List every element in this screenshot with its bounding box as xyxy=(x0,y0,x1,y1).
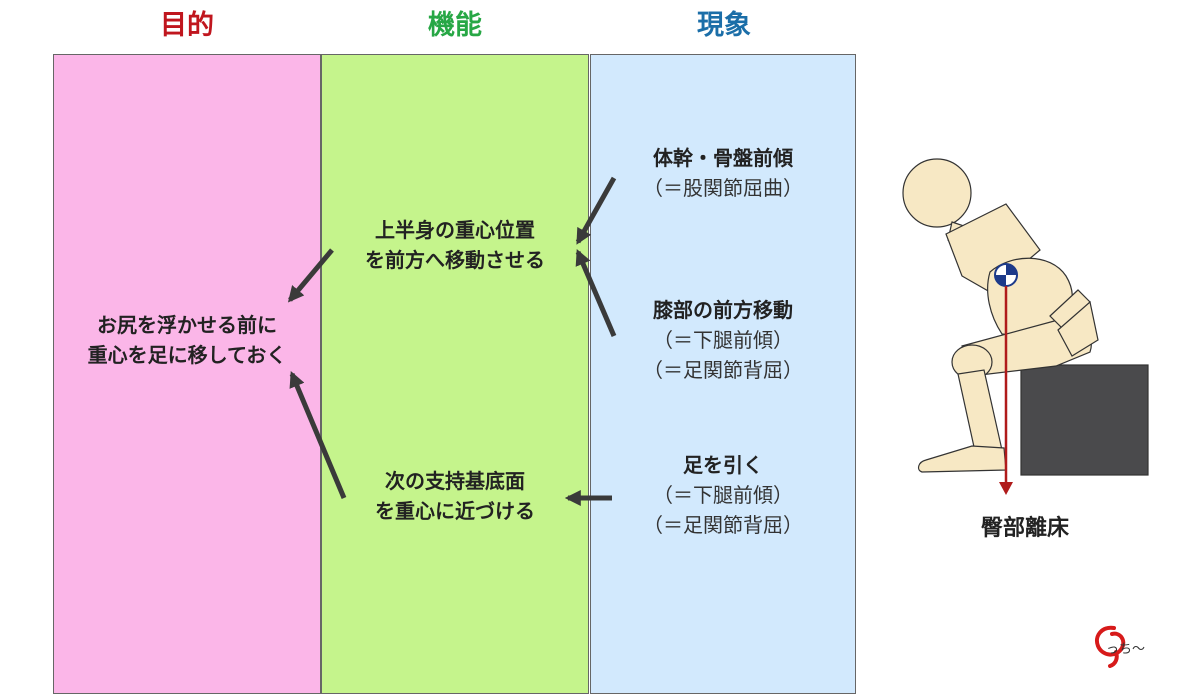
arrows-layer xyxy=(287,176,617,507)
seat-box xyxy=(1020,364,1149,476)
function-upper-line1: 上半身の重心位置 xyxy=(375,218,535,242)
phenomenon-column xyxy=(590,54,856,694)
phenomenon-foot: 足を引く （＝下腿前傾） （＝足関節背屈） xyxy=(590,450,856,540)
purpose-text: お尻を浮かせる前に 重心を足に移しておく xyxy=(53,310,321,370)
function-upper: 上半身の重心位置 を前方へ移動させる xyxy=(321,215,589,275)
mannequin-head xyxy=(902,158,972,228)
function-upper-line2: を前方へ移動させる xyxy=(365,248,545,272)
purpose-line1: お尻を浮かせる前に xyxy=(97,313,277,337)
logo-text: っち～ xyxy=(1106,642,1146,657)
arrow-knee-to-upper xyxy=(575,249,617,337)
function-lower-line1: 次の支持基底面 xyxy=(385,469,525,493)
foot-title: 足を引く xyxy=(683,453,763,477)
arrow-lower-to-purpose xyxy=(289,371,347,499)
knee-title: 膝部の前方移動 xyxy=(653,298,793,322)
foot-sub1: （＝下腿前傾） xyxy=(653,483,793,507)
arrow-trunk-to-upper xyxy=(575,176,617,245)
mannequin-forearm xyxy=(1057,300,1099,357)
phenomenon-trunk: 体幹・骨盤前傾 （＝股関節屈曲） xyxy=(590,143,856,203)
knee-sub1: （＝下腿前傾） xyxy=(653,328,793,352)
knee-sub2: （＝足関節背屈） xyxy=(643,358,803,382)
header-phenomenon: 現象 xyxy=(697,10,751,41)
phenomenon-knee: 膝部の前方移動 （＝下腿前傾） （＝足関節背屈） xyxy=(590,295,856,385)
function-lower: 次の支持基底面 を重心に近づける xyxy=(321,466,589,526)
trunk-title: 体幹・骨盤前傾 xyxy=(653,146,793,170)
purpose-column xyxy=(53,54,321,694)
function-lower-line2: を重心に近づける xyxy=(375,499,535,523)
mannequin-figure xyxy=(902,158,1149,495)
header-purpose: 目的 xyxy=(160,10,214,41)
purpose-line2: 重心を足に移しておく xyxy=(87,343,287,367)
logo-icon xyxy=(1095,625,1126,668)
header-function: 機能 xyxy=(428,10,482,41)
foot-sub2: （＝足関節背屈） xyxy=(643,513,803,537)
mannequin-foot xyxy=(917,445,1007,473)
gravity-arrowhead xyxy=(999,482,1013,495)
figure-caption: 臀部離床 xyxy=(980,516,1069,541)
trunk-sub: （＝股関節屈曲） xyxy=(643,176,803,200)
arrow-upper-to-purpose xyxy=(287,248,334,303)
center-of-gravity-icon xyxy=(994,263,1018,287)
function-column xyxy=(321,54,589,694)
mannequin-shin xyxy=(957,369,1003,457)
